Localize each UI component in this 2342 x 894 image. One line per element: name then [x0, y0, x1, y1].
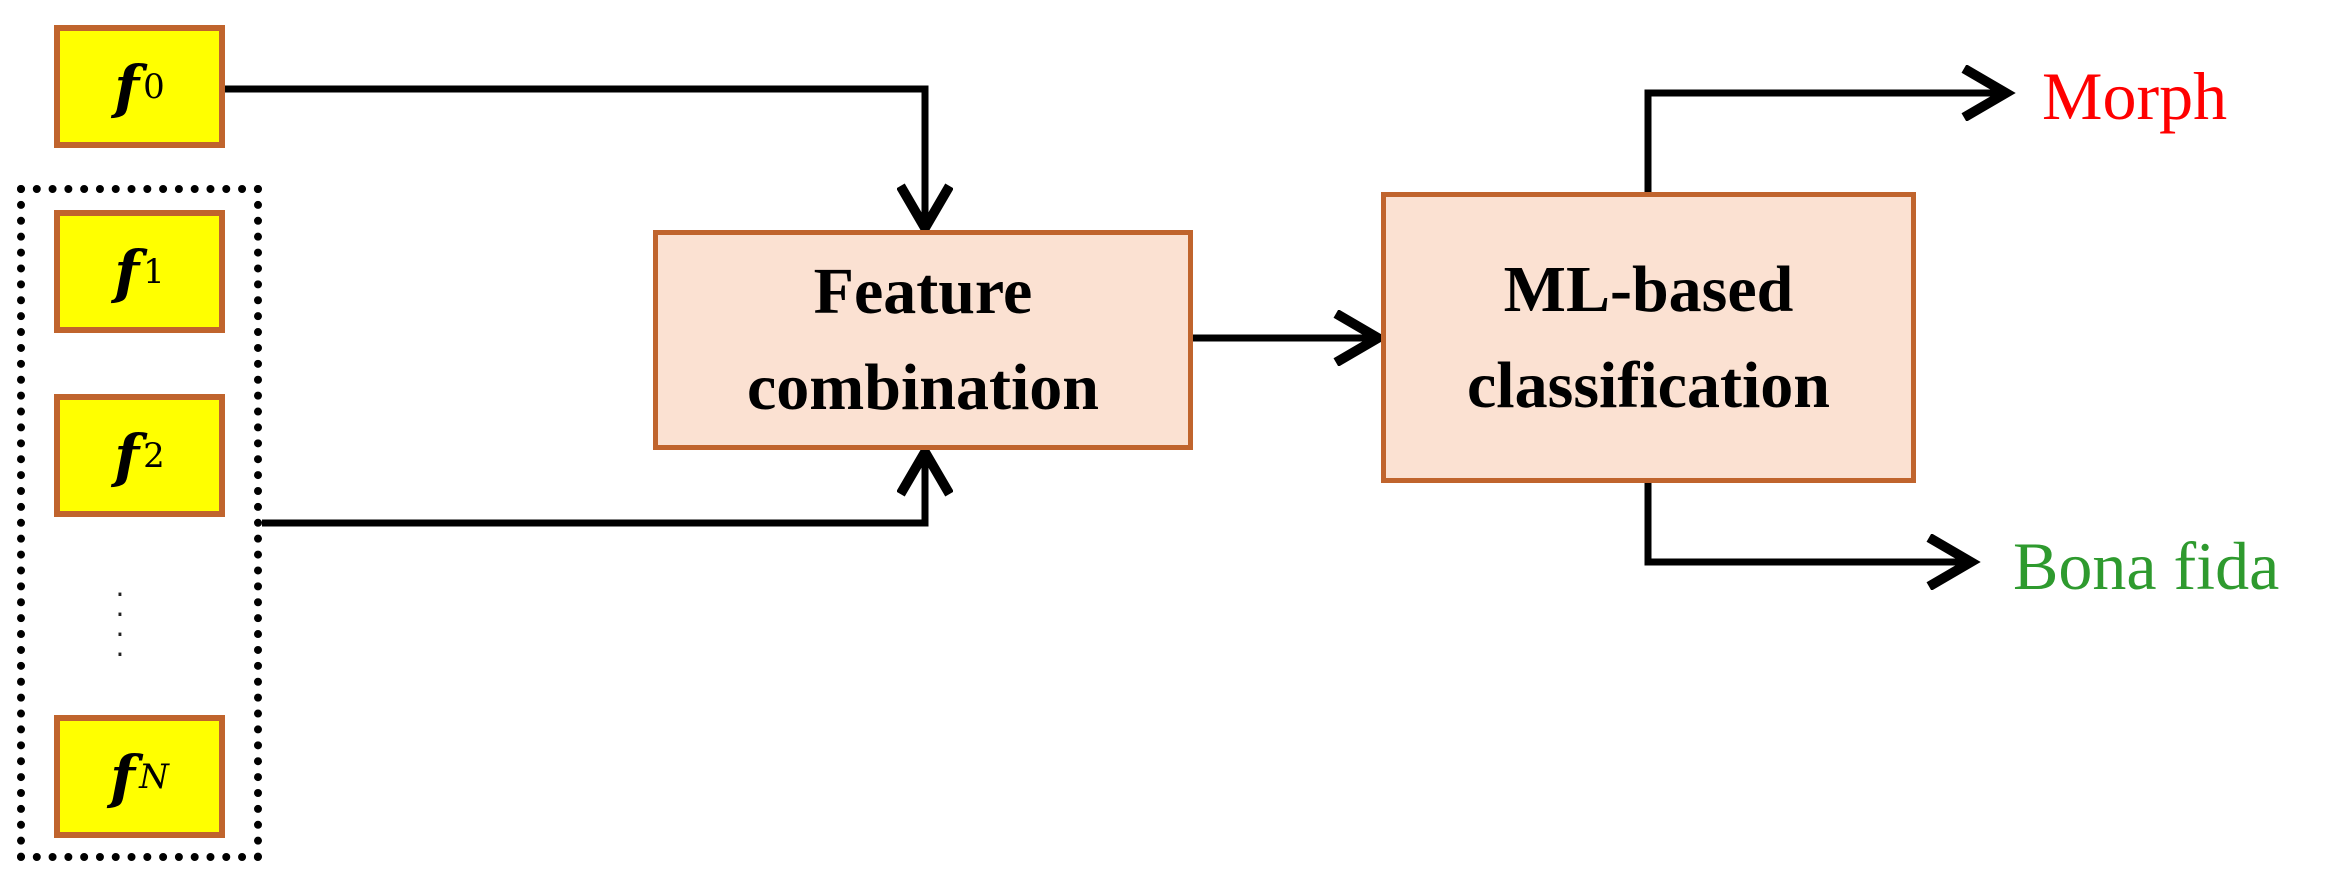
- feature-symbol: f: [114, 421, 140, 490]
- feature-subscript: 2: [143, 435, 165, 476]
- wire-classifier-to-morph: [1644, 93, 2006, 192]
- vertical-ellipsis-icon: ····: [115, 578, 125, 671]
- feature-subscript: 1: [143, 251, 165, 292]
- wire-f0-to-combination: [225, 85, 925, 228]
- output-label-bona-fide: Bona fida: [2013, 528, 2280, 604]
- feature-combination-label: Feature combination: [746, 255, 1100, 424]
- feature-symbol: f: [114, 52, 140, 121]
- wire-classifier-to-bona-fide: [1644, 483, 1971, 562]
- ml-classification-label: ML-based classification: [1467, 252, 1830, 422]
- feature-symbol: f: [114, 237, 140, 306]
- feature-subscript: N: [139, 756, 169, 797]
- ml-classification-block: ML-based classification: [1381, 192, 1916, 483]
- feature-combination-block: Feature combination: [653, 230, 1193, 450]
- feature-group-dotted-frame: [17, 185, 262, 861]
- output-label-morph: Morph: [2042, 58, 2228, 134]
- wire-group-to-combination: [262, 452, 925, 527]
- feature-subscript: 0: [143, 66, 165, 107]
- feature-symbol: f: [110, 742, 136, 811]
